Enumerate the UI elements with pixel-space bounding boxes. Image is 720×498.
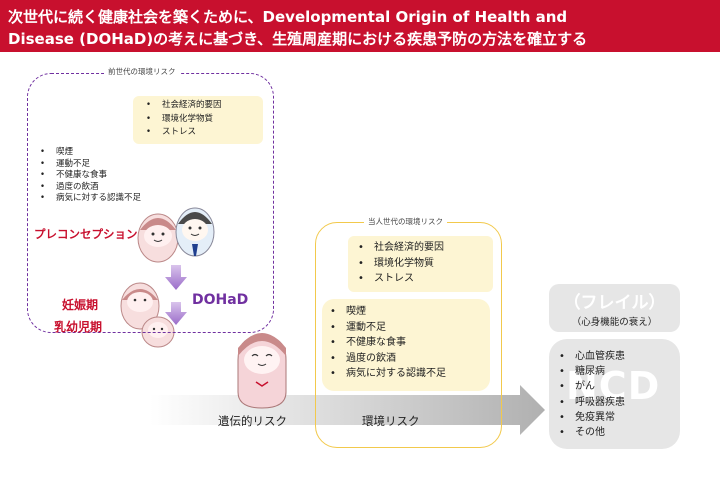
title-banner: 次世代に続く健康社会を築くために、Developmental Origin of… [0,0,720,52]
father-figure [175,207,215,257]
list-item: 社会経済的要因 [142,99,222,113]
dohad-label: DOHaD [192,292,249,308]
previous-generation-title: 前世代の環境リスク [104,66,180,77]
banner-title-line-2: Disease (DOHaD)の考えに基づき、生殖周産期における疾患予防の方法を… [8,30,588,48]
purple-down-arrow-1 [165,265,187,290]
previous-social-factors-list: 社会経済的要因 環境化学物質 ストレス [142,99,222,140]
list-item: 喫煙 [36,147,141,159]
list-item: 免疫異常 [555,410,625,425]
frail-sub-label: （心身機能の衰え） [571,317,658,328]
pregnancy-label: 妊娠期 [62,298,99,312]
list-item: 呼吸器疾患 [555,395,625,410]
infant-figure [141,316,175,348]
purple-down-arrow-2 [165,302,187,325]
list-item: 不健康な食事 [36,170,141,182]
frail-label: （フレイル） [563,293,666,313]
list-item: 運動不足 [36,159,141,171]
list-item: ストレス [354,271,444,287]
environmental-risk-label: 環境リスク [362,414,420,428]
list-item: 心血管疾患 [555,349,625,364]
list-item: 不健康な食事 [326,335,446,351]
preconception-label: プレコンセプション [34,227,138,241]
frail-box: （フレイル） （心身機能の衰え） [549,284,680,332]
list-item: 病気に対する認識不足 [36,193,141,205]
banner-title-line-1: 次世代に続く健康社会を築くために、Developmental Origin of… [8,8,568,26]
list-item: その他 [555,425,625,440]
list-item: 運動不足 [326,320,446,336]
previous-lifestyle-factors-list: 喫煙 運動不足 不健康な食事 過度の飲酒 病気に対する認識不足 [36,147,141,205]
mother-figure [137,213,179,263]
child-figure [237,333,287,409]
infant-label: 乳幼児期 [54,320,103,334]
list-item: 社会経済的要因 [354,240,444,256]
list-item: 環境化学物質 [354,256,444,272]
list-item: 病気に対する認識不足 [326,366,446,382]
list-item: ストレス [142,126,222,140]
list-item: 喫煙 [326,304,446,320]
list-item: 糖尿病 [555,364,625,379]
list-item: 環境化学物質 [142,113,222,127]
list-item: 過度の飲酒 [36,182,141,194]
list-item: 過度の飲酒 [326,351,446,367]
current-social-factors-list: 社会経済的要因 環境化学物質 ストレス [354,240,444,287]
list-item: がん [555,379,625,394]
genetic-risk-label: 遺伝的リスク [218,414,287,428]
current-generation-title: 当人世代の環境リスク [364,216,447,227]
ncd-disease-list: 心血管疾患 糖尿病 がん 呼吸器疾患 免疫異常 その他 [555,349,625,440]
pregnant-figure [120,282,160,330]
current-lifestyle-factors-list: 喫煙 運動不足 不健康な食事 過度の飲酒 病気に対する認識不足 [326,304,446,382]
